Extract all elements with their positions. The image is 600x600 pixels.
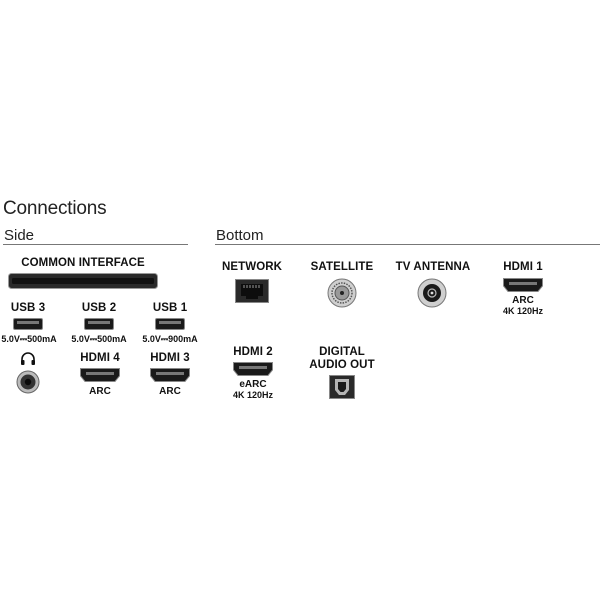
bottom-divider	[215, 244, 600, 245]
usb3-label: USB 3	[10, 302, 46, 314]
hdmi2-note-earc: eARC	[239, 379, 267, 390]
usb2-label: USB 2	[81, 302, 117, 314]
hdmi1-note-arc: ARC	[512, 295, 534, 306]
common-interface-slot-icon	[8, 273, 158, 289]
satellite-connector-icon	[327, 278, 357, 308]
hdmi2-label: HDMI 2	[233, 346, 273, 358]
antenna-connector-icon	[417, 278, 447, 308]
hdmi-port-icon	[503, 278, 543, 292]
hdmi4-note: ARC	[89, 386, 111, 397]
hdmi-port-icon	[80, 368, 120, 382]
usb-port-icon	[84, 318, 114, 330]
usb1-rating: 5.0V⎓900mA	[142, 334, 198, 344]
headphone-jack-icon	[16, 370, 40, 394]
tv-antenna-label: TV ANTENNA	[395, 261, 471, 273]
usb1-label: USB 1	[152, 302, 188, 314]
optical-port-icon	[329, 375, 355, 399]
hdmi4-label: HDMI 4	[80, 352, 120, 364]
hdmi1-label: HDMI 1	[503, 261, 543, 273]
hdmi3-note: ARC	[159, 386, 181, 397]
side-divider	[3, 244, 188, 245]
usb2-rating: 5.0V⎓500mA	[71, 334, 127, 344]
bottom-section-label: Bottom	[216, 227, 264, 244]
hdmi3-label: HDMI 3	[150, 352, 190, 364]
hdmi-port-icon	[233, 362, 273, 376]
usb-port-icon	[155, 318, 185, 330]
network-label: NETWORK	[221, 261, 283, 273]
ethernet-port-icon	[235, 279, 269, 303]
side-section-label: Side	[4, 227, 35, 244]
usb-port-icon	[13, 318, 43, 330]
hdmi2-note-4k: 4K 120Hz	[232, 390, 274, 400]
digital-audio-label-line1: DIGITAL	[319, 346, 365, 358]
headphone-icon	[20, 352, 36, 366]
page-title: Connections	[3, 198, 107, 219]
satellite-label: SATELLITE	[310, 261, 374, 273]
common-interface-label: COMMON INTERFACE	[21, 257, 145, 269]
digital-audio-label-line2: AUDIO OUT	[309, 359, 375, 371]
hdmi1-note-4k: 4K 120Hz	[502, 306, 544, 316]
usb3-rating: 5.0V⎓500mA	[1, 334, 57, 344]
hdmi-port-icon	[150, 368, 190, 382]
